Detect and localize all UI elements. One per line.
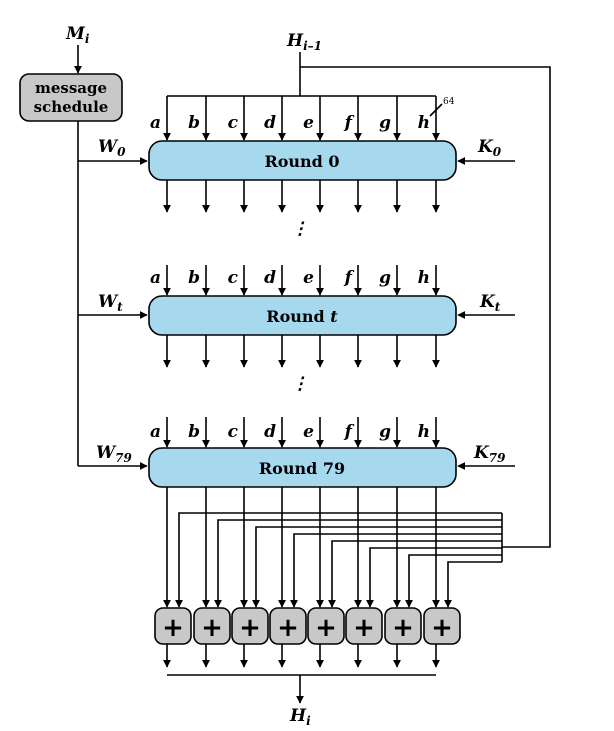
- message-schedule-line2: schedule: [34, 98, 109, 116]
- round-t-reg-label-h: h: [418, 268, 430, 288]
- feedforward-wire-f: [366, 547, 502, 608]
- round-0-reg-label-c: c: [228, 113, 239, 133]
- feedforward-wire-b: [214, 519, 502, 608]
- ellipsis-1: ⋮: [292, 219, 309, 239]
- feedforward-wire-h: [444, 561, 502, 608]
- prev-hash-label: Hi–1: [286, 31, 322, 53]
- feedforward-wire-g: [405, 554, 502, 608]
- round-0-reg-label-f: f: [344, 113, 355, 133]
- adder-box-h: [423, 607, 461, 645]
- adder-box-g: [384, 607, 422, 645]
- message-schedule-box: message schedule: [19, 73, 123, 122]
- feedforward-wire-e: [328, 540, 502, 608]
- round-0-label: Round 0: [264, 152, 339, 171]
- round-t-reg-label-g: g: [379, 268, 391, 288]
- adder-plus-c: +: [239, 613, 261, 643]
- round-t-var: t: [330, 307, 338, 326]
- message-schedule-line1: message: [35, 79, 107, 97]
- adder-plus-f: +: [353, 613, 375, 643]
- round-79-reg-label-f: f: [344, 422, 355, 442]
- w79-label: W79: [96, 443, 132, 465]
- round-t-rect: [148, 295, 457, 336]
- round-0-reg-label-b: b: [188, 113, 200, 133]
- w0-label: W0: [98, 137, 126, 159]
- round-79-reg-label-b: b: [188, 422, 200, 442]
- round-t-reg-label-e: e: [303, 268, 314, 288]
- feedforward-line: [300, 66, 551, 548]
- generated-shapes: a b c d e f g h a b c d e f g h a b c d e f g h + + + + + + + +: [150, 96, 503, 668]
- round-79-reg-label-g: g: [379, 422, 391, 442]
- adder-plus-g: +: [392, 613, 414, 643]
- adder-box-d: [269, 607, 307, 645]
- round-79-label: Round 79: [259, 459, 345, 478]
- round-t-reg-label-f: f: [344, 268, 355, 288]
- round-79-reg-label-a: a: [150, 422, 161, 442]
- feedforward-wire-d: [290, 533, 502, 608]
- round-t-reg-label-c: c: [228, 268, 239, 288]
- round-0-rect: [148, 140, 457, 181]
- round-t-reg-label-a: a: [150, 268, 161, 288]
- round-t-label: Round t: [266, 307, 338, 326]
- wt-label: Wt: [98, 292, 123, 314]
- adder-plus-b: +: [201, 613, 223, 643]
- output-hash-label: Hi: [289, 706, 311, 728]
- feedforward-wire-c: [252, 526, 502, 608]
- round-79-reg-label-h: h: [418, 422, 430, 442]
- adder-plus-e: +: [315, 613, 337, 643]
- round-0-reg-label-e: e: [303, 113, 314, 133]
- round-0-box: Round 0: [148, 140, 457, 181]
- round-0-reg-label-a: a: [150, 113, 161, 133]
- round-79-reg-label-c: c: [228, 422, 239, 442]
- round-79-rect: [148, 447, 457, 488]
- adder-plus-a: +: [162, 613, 184, 643]
- round-79-reg-label-e: e: [303, 422, 314, 442]
- round-0-reg-label-g: g: [379, 113, 391, 133]
- round-t-prefix: Round: [266, 307, 330, 326]
- round-79-box: Round 79: [148, 447, 457, 488]
- round-79-reg-label-d: d: [264, 422, 276, 442]
- bit-width-label: 64: [443, 97, 455, 107]
- adder-box-b: [193, 607, 231, 645]
- round-t-reg-label-d: d: [264, 268, 276, 288]
- adder-box-f: [345, 607, 383, 645]
- adder-box-e: [307, 607, 345, 645]
- feedforward-wire-a: [175, 512, 502, 608]
- k0-label: K0: [477, 137, 502, 159]
- message-schedule-rect: [19, 73, 123, 122]
- round-0-reg-label-d: d: [264, 113, 276, 133]
- adder-box-c: [231, 607, 269, 645]
- ellipsis-2: ⋮: [292, 374, 309, 394]
- adder-box-a: [154, 607, 192, 645]
- round-t-reg-label-b: b: [188, 268, 200, 288]
- connector-lines: [74, 45, 551, 704]
- round-t-box: Round t: [148, 295, 457, 336]
- round-0-reg-label-h: h: [418, 113, 430, 133]
- k79-label: K79: [473, 443, 506, 465]
- adder-plus-d: +: [277, 613, 299, 643]
- adder-plus-h: +: [431, 613, 453, 643]
- kt-label: Kt: [479, 292, 501, 314]
- input-message-label: Mi: [65, 24, 90, 46]
